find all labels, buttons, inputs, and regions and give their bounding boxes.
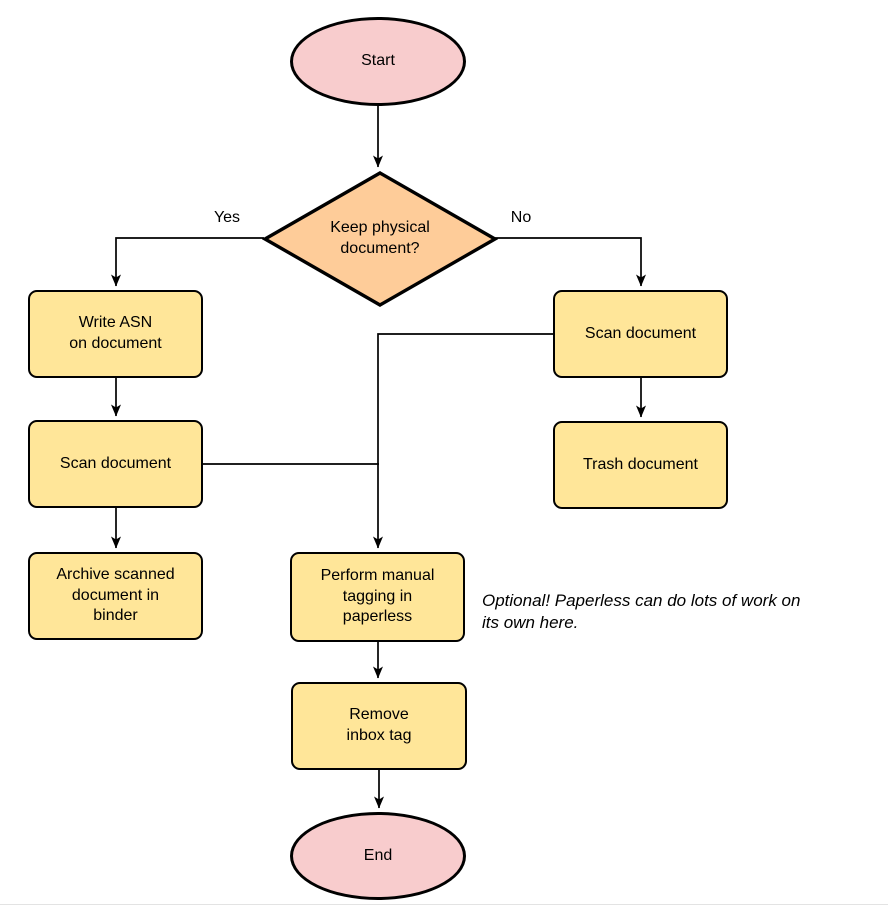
node-end-label: End <box>363 846 393 864</box>
node-end: End <box>290 812 466 900</box>
node-manual-tagging-label: Perform manual tagging in paperless <box>320 566 435 626</box>
node-archive-scanned-label: Archive scanned document in binder <box>56 565 175 625</box>
decision-diamond-shape <box>262 171 498 307</box>
node-start: Start <box>290 17 466 106</box>
node-remove-inbox-tag: Remove inbox tag <box>291 682 467 770</box>
edge-label-no: No <box>510 209 532 226</box>
node-scan-document-left-label: Scan document <box>59 454 172 472</box>
node-archive-scanned: Archive scanned document in binder <box>28 552 203 640</box>
node-start-label: Start <box>361 52 395 70</box>
node-write-asn-label: Write ASN on document <box>69 314 162 352</box>
edge-decision-yes-to-write-asn <box>111 237 264 287</box>
node-decision-label: Keep physical document? <box>330 219 430 257</box>
node-trash-document: Trash document <box>553 421 728 509</box>
node-trash-document-label: Trash document <box>582 455 698 473</box>
node-scan-document-right: Scan document <box>553 290 728 378</box>
node-manual-tagging: Perform manual tagging in paperless <box>290 552 465 642</box>
node-scan-document-right-label: Scan document <box>584 324 697 342</box>
edge-label-yes: Yes <box>213 209 241 226</box>
node-decision: Keep physical document? <box>280 196 480 282</box>
node-remove-inbox-tag-label: Remove inbox tag <box>346 706 412 744</box>
optional-note: Optional! Paperless can do lots of work … <box>482 591 801 633</box>
edge-decision-no-to-scan-right <box>495 237 646 287</box>
bottom-divider <box>0 904 888 905</box>
edge-scan-right-to-tagging <box>373 333 553 549</box>
node-write-asn: Write ASN on document <box>28 290 203 378</box>
node-scan-document-left: Scan document <box>28 420 203 508</box>
